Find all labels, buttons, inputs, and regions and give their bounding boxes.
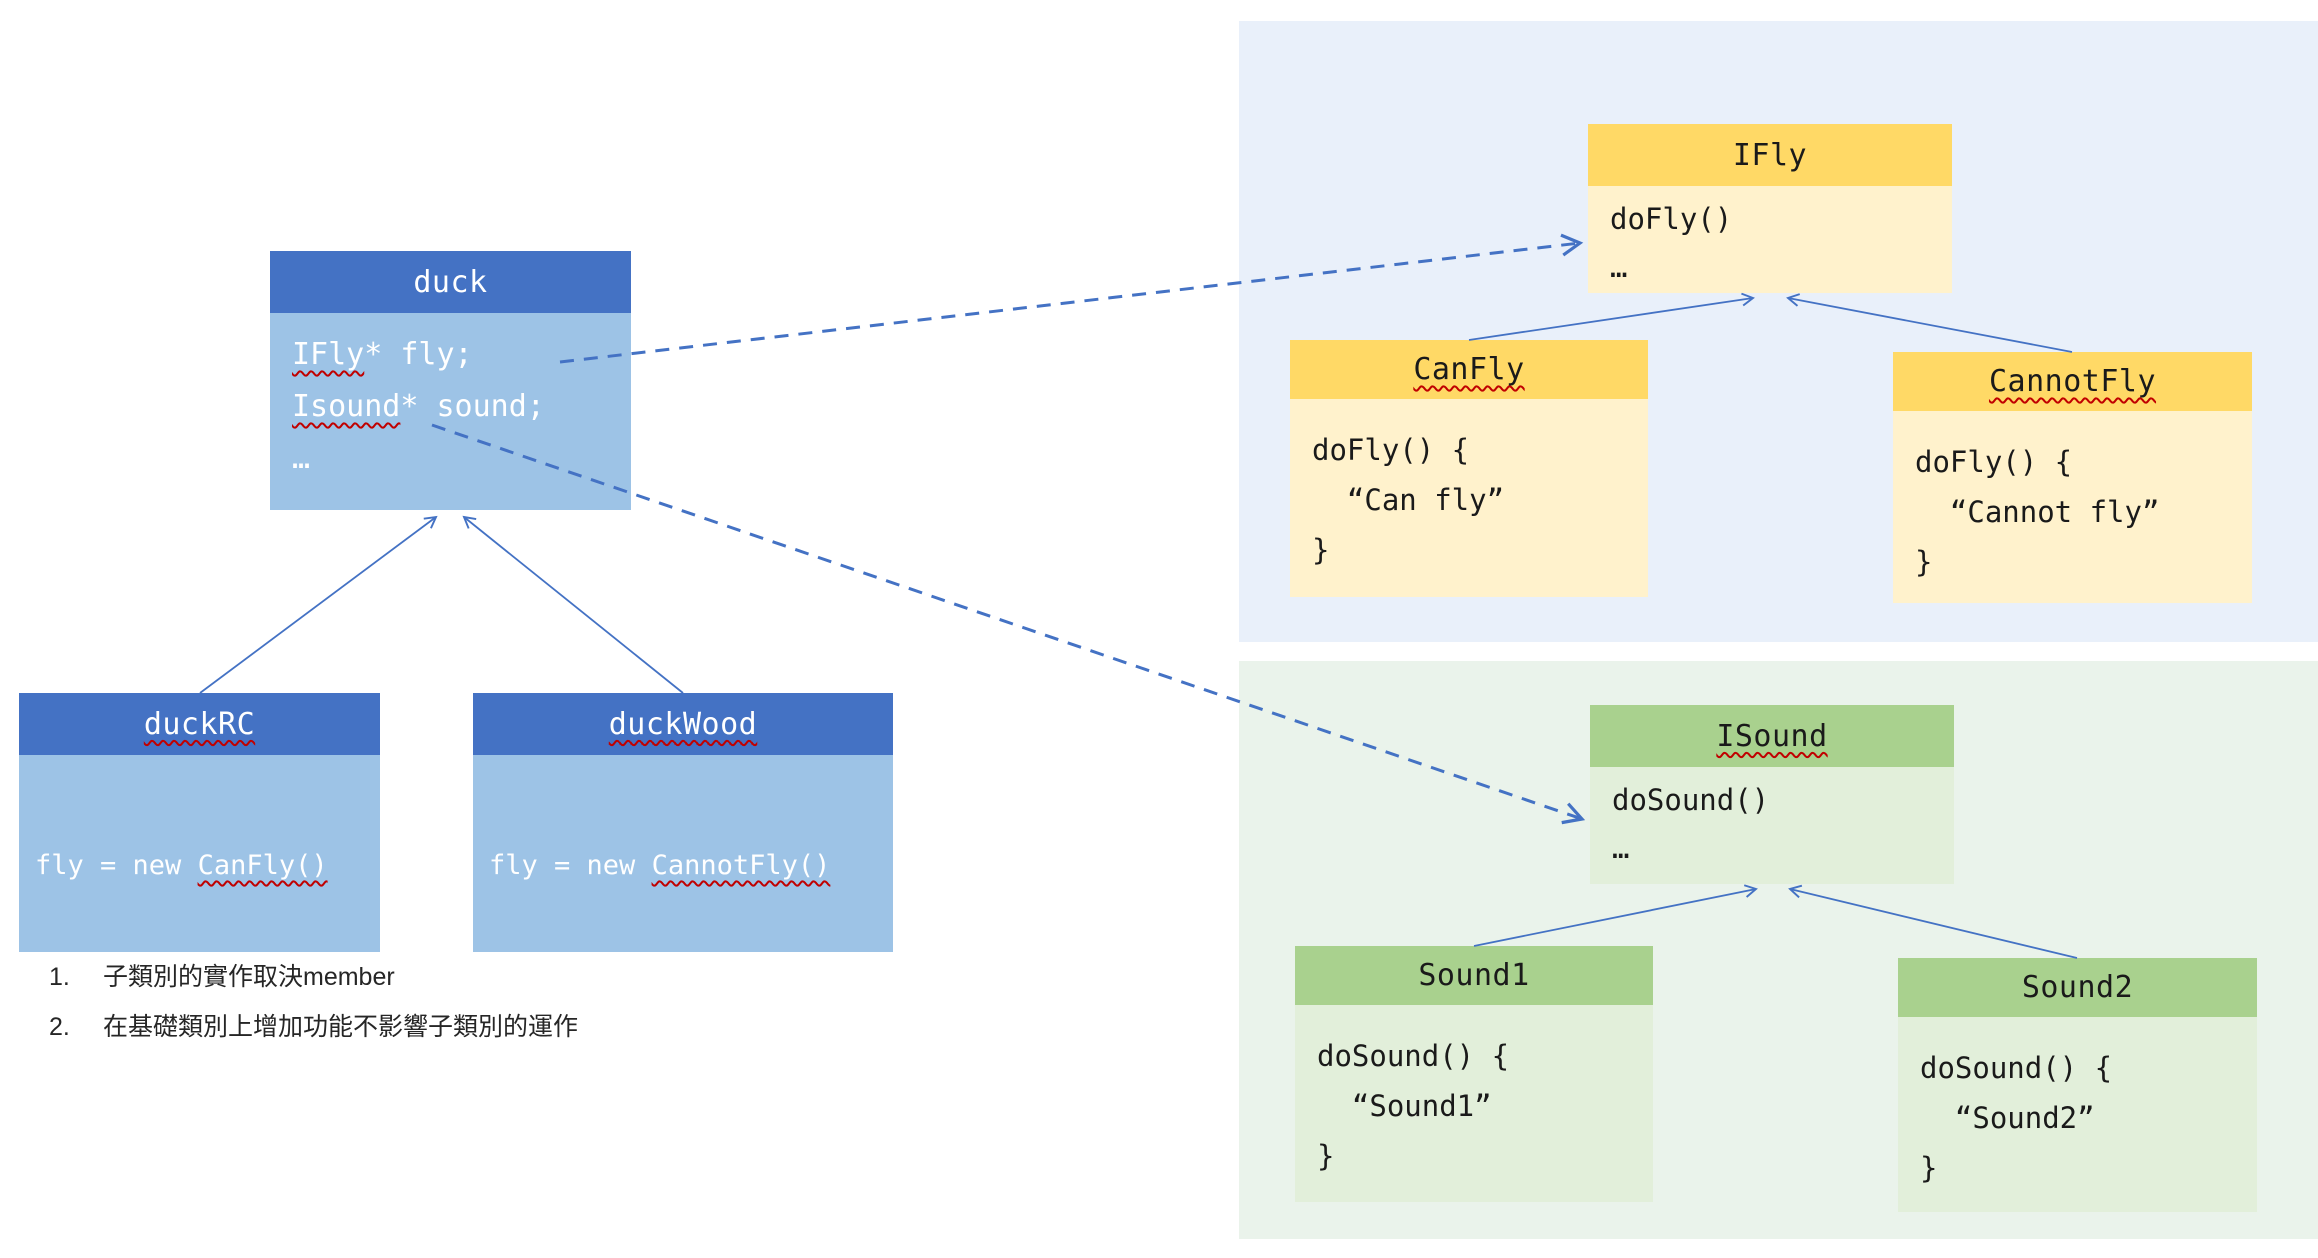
class-ifly-title-text: IFly: [1732, 137, 1808, 173]
class-cannotfly-title: CannotFly: [1893, 352, 2252, 411]
class-sound1: Sound1 doSound() { “Sound1” }: [1295, 946, 1653, 1202]
class-isound-title: ISound: [1590, 705, 1954, 767]
class-isound-title-text: ISound: [1716, 718, 1828, 754]
duck-ellipsis: …: [292, 441, 311, 476]
duck-sound-rest: * sound;: [400, 389, 545, 424]
ifly-method: doFly(): [1610, 202, 1733, 236]
ifly-ellipsis: …: [1610, 250, 1628, 284]
inherit-arrow-duckrc-duck: [199, 515, 438, 694]
isound-method: doSound(): [1612, 783, 1770, 817]
class-canfly-title-text: CanFly: [1413, 352, 1525, 387]
class-duckrc-title-text: duckRC: [143, 706, 256, 742]
duckwood-assignment: fly = new CannotFly(): [489, 850, 893, 881]
class-duckwood-title: duckWood: [473, 693, 893, 755]
canfly-method-string: “Can fly”: [1312, 483, 1505, 517]
class-sound2: Sound2 doSound() { “Sound2” }: [1898, 958, 2257, 1212]
cannotfly-method-close: }: [1915, 545, 1933, 579]
duckwood-assign-class: CannotFly(): [651, 850, 831, 881]
cannotfly-method-string: “Cannot fly”: [1915, 495, 2160, 529]
note-2-text: 在基礎類別上增加功能不影響子類別的運作: [103, 1013, 579, 1041]
class-duckwood: duckWood fly = new CannotFly(): [473, 693, 893, 952]
class-duck: duck IFly* fly; Isound* sound; …: [270, 251, 631, 510]
class-duck-title-text: duck: [413, 264, 488, 300]
class-sound2-body: doSound() { “Sound2” }: [1898, 1017, 2257, 1212]
duck-sound-type: Isound: [292, 389, 401, 424]
class-sound2-title-text: Sound2: [2021, 970, 2134, 1005]
duck-fly-type: IFly: [292, 337, 365, 372]
sound2-method-open: doSound() {: [1920, 1051, 2113, 1085]
class-cannotfly-body: doFly() { “Cannot fly” }: [1893, 411, 2252, 603]
class-sound1-title: Sound1: [1295, 946, 1653, 1005]
inherit-arrow-duckwood-duck: [462, 515, 684, 694]
class-duckrc-body: fly = new CanFly(): [19, 755, 380, 952]
canfly-method-close: }: [1312, 533, 1330, 567]
class-ifly-title: IFly: [1588, 124, 1952, 186]
class-isound-body: doSound() …: [1590, 767, 1954, 884]
sound2-method-string: “Sound2”: [1920, 1101, 2095, 1135]
class-canfly-body: doFly() { “Can fly” }: [1290, 399, 1648, 597]
class-duckwood-body: fly = new CannotFly(): [473, 755, 893, 952]
class-duckrc-title: duckRC: [19, 693, 380, 755]
class-duckwood-title-text: duckWood: [608, 706, 758, 742]
class-sound1-title-text: Sound1: [1418, 958, 1530, 993]
duck-member-fly: IFly* fly;: [292, 329, 631, 381]
class-cannotfly: CannotFly doFly() { “Cannot fly” }: [1893, 352, 2252, 603]
sound2-method-close: }: [1920, 1151, 1938, 1185]
class-sound1-body: doSound() { “Sound1” }: [1295, 1005, 1653, 1202]
note-2-number: 2.: [49, 1013, 70, 1041]
cannotfly-method-open: doFly() {: [1915, 445, 2073, 479]
class-sound2-title: Sound2: [1898, 958, 2257, 1017]
duckwood-assign-prefix: fly = new: [489, 850, 652, 881]
class-ifly-body: doFly() …: [1588, 186, 1952, 293]
class-duck-title: duck: [270, 251, 631, 313]
class-isound: ISound doSound() …: [1590, 705, 1954, 884]
notes-list: 1. 子類別的實作取決member 2. 在基礎類別上增加功能不影響子類別的運作: [49, 952, 578, 1052]
class-duckrc: duckRC fly = new CanFly(): [19, 693, 380, 952]
duckrc-assign-class: CanFly(): [197, 850, 328, 881]
sound1-method-string: “Sound1”: [1317, 1089, 1492, 1123]
sound1-method-close: }: [1317, 1139, 1335, 1173]
canfly-method-open: doFly() {: [1312, 433, 1470, 467]
class-canfly-title: CanFly: [1290, 340, 1648, 399]
note-item-2: 2. 在基礎類別上增加功能不影響子類別的運作: [49, 1002, 578, 1052]
duckrc-assign-prefix: fly = new: [35, 850, 198, 881]
isound-ellipsis: …: [1612, 831, 1630, 865]
duckrc-assignment: fly = new CanFly(): [35, 850, 380, 881]
sound1-method-open: doSound() {: [1317, 1039, 1510, 1073]
note-item-1: 1. 子類別的實作取決member: [49, 952, 578, 1002]
duck-fly-rest: * fly;: [364, 337, 473, 372]
note-1-text: 子類別的實作取決member: [103, 963, 395, 991]
class-duck-body: IFly* fly; Isound* sound; …: [270, 313, 631, 510]
class-canfly: CanFly doFly() { “Can fly” }: [1290, 340, 1648, 597]
duck-member-sound: Isound* sound;: [292, 381, 631, 433]
note-1-number: 1.: [49, 963, 70, 991]
class-ifly: IFly doFly() …: [1588, 124, 1952, 293]
class-cannotfly-title-text: CannotFly: [1988, 364, 2157, 399]
